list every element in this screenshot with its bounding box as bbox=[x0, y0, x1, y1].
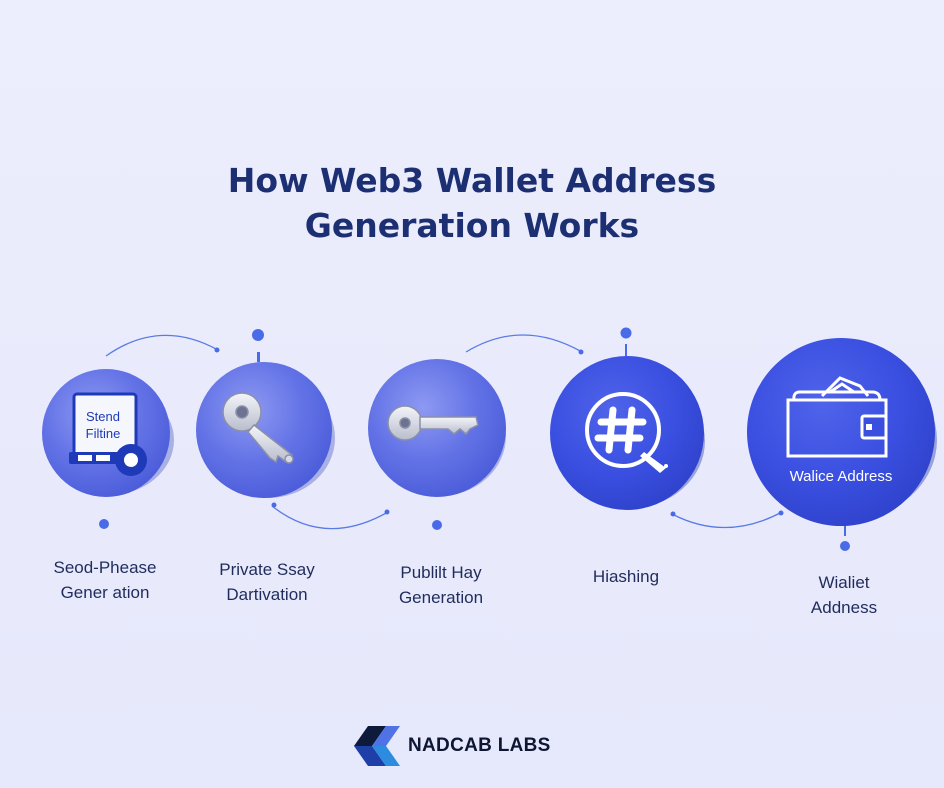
step-label-private-key: Private Ssay Dartivation bbox=[192, 557, 342, 607]
nadcab-logo-icon bbox=[354, 726, 400, 766]
brand-name: NADCAB LABS bbox=[408, 735, 551, 756]
arc-4-5 bbox=[671, 511, 783, 529]
node-hashing bbox=[550, 356, 705, 510]
node-wallet-address: Walice Address bbox=[747, 338, 937, 526]
title-line-1: How Web3 Wallet Address bbox=[227, 161, 717, 200]
step-3-label-line-2: Generation bbox=[398, 588, 484, 607]
public-key-icon bbox=[387, 405, 479, 441]
hash-icon bbox=[585, 392, 668, 473]
step-2-label-line-2: Dartivation bbox=[226, 585, 308, 604]
node-public-key bbox=[368, 359, 506, 497]
arc-3-4 bbox=[465, 334, 583, 353]
wallet-icon bbox=[786, 376, 888, 458]
step-1-label-line-1: Seod-Phease bbox=[53, 558, 157, 577]
step-3-label-line-1: Publilt Hay bbox=[400, 563, 482, 582]
arc-2-3 bbox=[271, 505, 389, 530]
private-key-icon bbox=[222, 392, 294, 464]
title-line-2: Generation Works bbox=[304, 206, 640, 245]
step-label-hashing: Hiashing bbox=[551, 564, 701, 589]
node-private-key bbox=[196, 362, 335, 498]
brand-logo: NADCAB LABS bbox=[352, 722, 551, 770]
node-seed-phrase: Stend Filtine bbox=[42, 369, 174, 497]
step-5-label-line-1: Wialiet bbox=[818, 573, 870, 592]
step-label-public-key: Publilt Hay Generation bbox=[366, 560, 516, 610]
step-4-label-line-1: Hiashing bbox=[592, 567, 660, 586]
step-1-label-line-2: Gener ation bbox=[60, 583, 150, 602]
connector-dots bbox=[99, 327, 850, 551]
step-2-label-line-1: Private Ssay bbox=[219, 560, 315, 579]
seed-icon-text-2: Filtine bbox=[86, 426, 121, 441]
connectors bbox=[105, 334, 783, 530]
arc-1-2 bbox=[105, 334, 219, 357]
seed-icon-text-1: Stend bbox=[86, 409, 120, 424]
seed-phrase-document-icon: Stend Filtine bbox=[69, 392, 147, 476]
wallet-icon-text: Walice Address bbox=[790, 468, 893, 485]
step-label-seed-phrase: Seod-Phease Gener ation bbox=[30, 555, 180, 605]
step-label-wallet-address: Wialiet Addness bbox=[769, 570, 919, 620]
page-title: How Web3 Wallet Address Generation Works bbox=[0, 158, 944, 248]
step-5-label-line-2: Addness bbox=[810, 598, 878, 617]
